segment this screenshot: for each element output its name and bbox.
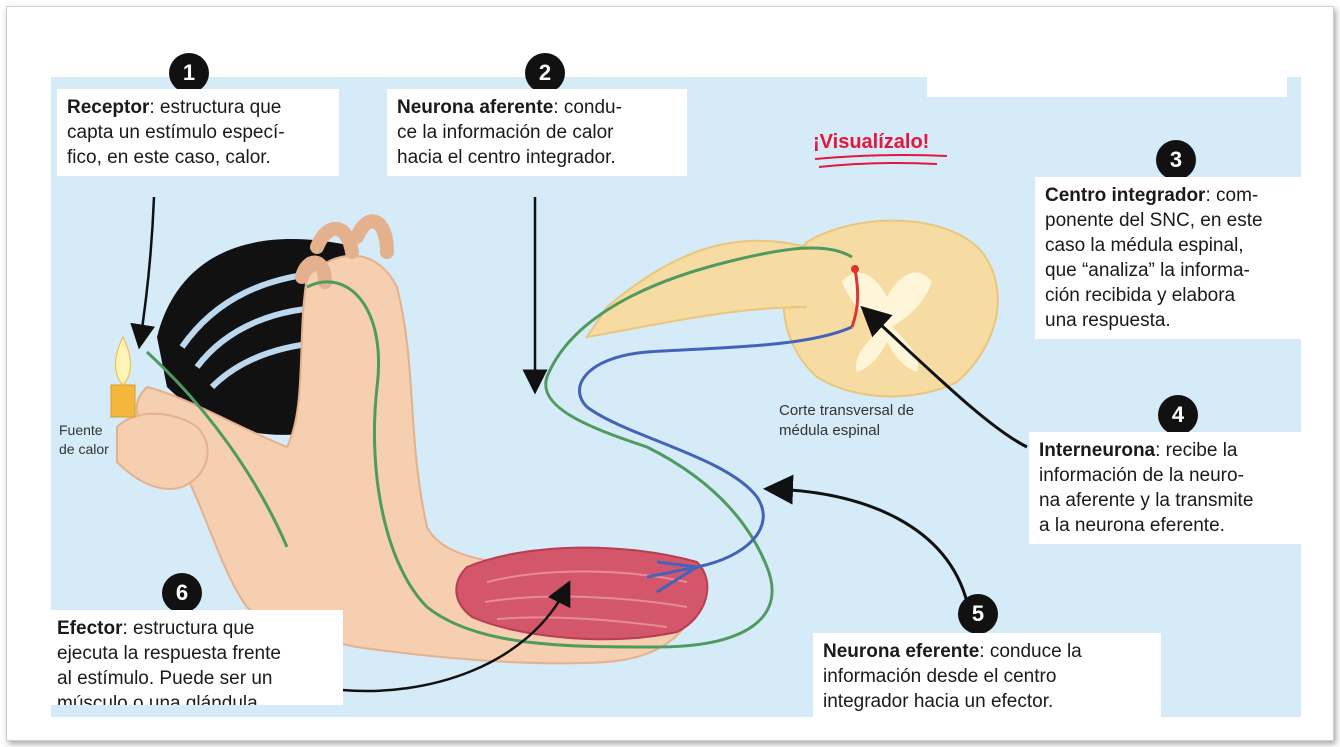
step-3-line-1: : com- [1205, 185, 1258, 206]
step-1-box: Receptor: estructura que capta un estímu… [57, 89, 339, 176]
step-3-line-4: que “analiza” la informa- [1045, 260, 1250, 281]
step-4-line-1: : recibe la [1155, 440, 1237, 461]
step-3-line-6: una respuesta. [1045, 310, 1171, 331]
step-2-term: Neurona aferente [397, 97, 553, 118]
spinal-section-line-2: médula espinal [779, 422, 880, 439]
heat-source-label: Fuente de calor [59, 421, 109, 459]
candle [111, 385, 135, 417]
step-2-line-3: hacia el centro integrador. [397, 147, 616, 168]
step-1-line-2: capta un estímulo especí- [67, 122, 285, 143]
step-4-line-3: na aferente y la transmite [1039, 490, 1253, 511]
step-5-line-2: información desde el centro [823, 666, 1056, 687]
step-4-line-4: a la neurona eferente. [1039, 515, 1225, 536]
step-4-number: 4 [1158, 395, 1198, 435]
step-3-line-5: ción recibida y elabora [1045, 285, 1235, 306]
step-6-number: 6 [162, 573, 202, 613]
step-4-line-2: información de la neuro- [1039, 465, 1244, 486]
step-1-line-1: : estructura que [149, 97, 281, 118]
step-2-line-1: : condu- [553, 97, 622, 118]
step-2-box: Neurona aferente: condu- ce la informaci… [387, 89, 687, 176]
heat-source-line-1: Fuente [59, 422, 103, 438]
step-3-line-2: ponente del SNC, en este [1045, 210, 1263, 231]
step-5-number: 5 [958, 594, 998, 634]
step-6-term: Efector [57, 618, 122, 639]
step-5-term: Neurona eferente [823, 641, 979, 662]
visualizalo-label[interactable]: ¡Visualízalo! [813, 131, 929, 154]
step-1-number: 1 [169, 53, 209, 93]
step-3-box: Centro integrador: com- ponente del SNC,… [1035, 177, 1305, 339]
step-6-box: Efector: estructura que ejecuta la respu… [47, 610, 343, 705]
top-white-strip [927, 67, 1287, 97]
step-6-line-3: al estímulo. Puede ser un [57, 668, 272, 689]
step-5-line-3: integrador hacia un efector. [823, 691, 1053, 712]
interneuron-cell [851, 265, 859, 273]
heat-source-line-2: de calor [59, 441, 109, 457]
step-6-line-1: : estructura que [122, 618, 254, 639]
step-4-term: Interneurona [1039, 440, 1155, 461]
step-1-line-3: fico, en este caso, calor. [67, 147, 271, 168]
step-1-term: Receptor [67, 97, 149, 118]
diagram-frame: 1 2 3 4 5 6 Receptor: estructura que cap… [6, 6, 1334, 741]
step-5-line-1: : conduce la [979, 641, 1081, 662]
step-2-line-2: ce la información de calor [397, 122, 614, 143]
step-2-number: 2 [525, 53, 565, 93]
step-6-line-4: músculo o una glándula. [57, 693, 263, 705]
step-4-box: Interneurona: recibe la información de l… [1029, 432, 1305, 544]
spinal-section-line-1: Corte transversal de [779, 402, 914, 419]
step-3-number: 3 [1156, 140, 1196, 180]
step-5-box: Neurona eferente: conduce la información… [813, 633, 1161, 723]
muscle [456, 548, 707, 640]
step-3-term: Centro integrador [1045, 185, 1205, 206]
spinal-section-label: Corte transversal de médula espinal [779, 401, 914, 441]
step-6-line-2: ejecuta la respuesta frente [57, 643, 281, 664]
step-3-line-3: caso la médula espinal, [1045, 235, 1244, 256]
